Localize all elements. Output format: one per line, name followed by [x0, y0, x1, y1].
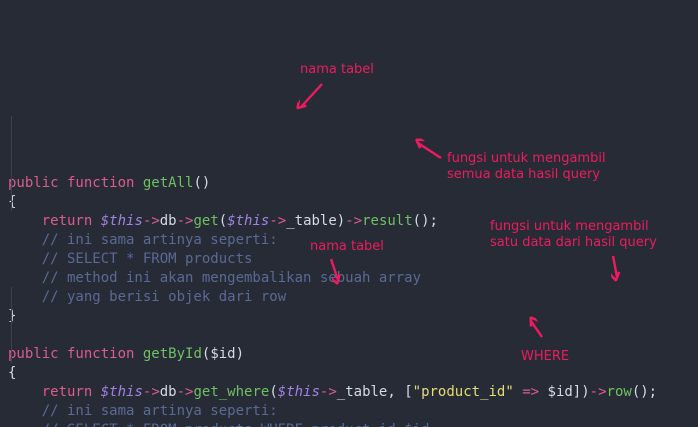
code-line: public function getAll() — [8, 174, 657, 193]
code-token-kw: public function — [8, 175, 135, 191]
code-token-op: -> — [176, 213, 194, 229]
code-line: // ini sama artinya seperti: — [8, 231, 657, 250]
indent-guide — [11, 116, 12, 211]
code-token-var: $this — [277, 384, 320, 400]
code-token-fn: result — [362, 213, 413, 229]
code-token-pl — [134, 346, 142, 362]
code-token-pl — [8, 384, 42, 400]
code-token-fn: row — [606, 384, 632, 400]
code-token-pl: { — [8, 365, 17, 381]
code-line: // SELECT * FROM products — [8, 250, 657, 269]
code-token-op: -> — [345, 213, 363, 229]
code-token-kw: public function — [8, 346, 135, 362]
code-token-pl: db — [159, 384, 177, 400]
code-token-pl: ($id) — [201, 346, 245, 362]
annotation-table-name-1: nama tabel — [300, 62, 374, 77]
code-token-var: $this — [100, 384, 143, 400]
code-line — [8, 326, 657, 345]
code-token-fn: get_where — [193, 384, 270, 400]
code-line: // ini sama artinya seperti: — [8, 402, 657, 421]
code-token-pl: () — [193, 175, 211, 191]
annotation-where-note: WHERE — [521, 349, 570, 364]
code-line: return $this->db->get_where($this->_tabl… — [8, 383, 657, 402]
code-token-pl: } — [8, 308, 17, 324]
code-token-pl: _table, [ — [336, 384, 413, 400]
code-token-pl — [134, 175, 142, 191]
code-token-op: -> — [589, 384, 607, 400]
code-line: public function getById($id) — [8, 345, 657, 364]
code-token-op: -> — [142, 384, 160, 400]
code-token-cm: // yang berisi objek dari row — [8, 289, 287, 305]
code-line: } — [8, 307, 657, 326]
code-line: // SELECT * FROM products WHERE product_… — [8, 421, 657, 427]
code-token-cm: // ini sama artinya seperti: — [8, 403, 278, 419]
code-token-fn: get — [193, 213, 219, 229]
code-token-op: -> — [176, 384, 194, 400]
code-token-cm: // method ini akan mengembalikan sebuah … — [8, 270, 422, 286]
annotation-row-note: fungsi untuk mengambil satu data dari ha… — [490, 219, 657, 250]
code-token-op: -> — [269, 213, 287, 229]
code-token-op: -> — [142, 213, 160, 229]
code-token-pl: $id]) — [539, 384, 590, 400]
code-line: { — [8, 193, 657, 212]
code-token-op: => — [522, 384, 540, 400]
code-token-pl: { — [8, 194, 17, 210]
code-token-fn: getAll — [142, 175, 194, 191]
code-token-pl: _table) — [286, 213, 346, 229]
annotation-table-name-2: nama tabel — [310, 239, 384, 254]
code-token-op: -> — [319, 384, 337, 400]
code-token-pl: (); — [412, 213, 438, 229]
code-token-kw: return — [41, 384, 93, 400]
code-line: // yang berisi objek dari row — [8, 288, 657, 307]
code-token-pl — [514, 384, 522, 400]
code-token-cm: // SELECT * FROM products WHERE product_… — [8, 422, 430, 427]
code-line: // method ini akan mengembalikan sebuah … — [8, 269, 657, 288]
code-token-fn: getById — [142, 346, 202, 362]
code-token-pl: ( — [269, 384, 278, 400]
code-token-str: "product_id" — [412, 384, 514, 400]
code-token-pl: (); — [631, 384, 658, 400]
code-token-pl — [92, 213, 100, 229]
code-line: { — [8, 364, 657, 383]
code-token-kw: return — [41, 213, 93, 229]
code-token-pl: db — [159, 213, 177, 229]
code-token-pl — [92, 384, 100, 400]
annotation-result-note: fungsi untuk mengambil semua data hasil … — [447, 151, 606, 182]
code-line: return $this->db->get($this->_table)->re… — [8, 212, 657, 231]
code-token-cm: // SELECT * FROM products — [8, 251, 253, 267]
code-token-pl: ( — [218, 213, 228, 229]
indent-guide — [11, 287, 12, 363]
code-token-cm: // ini sama artinya seperti: — [8, 232, 278, 248]
code-token-pl — [8, 213, 42, 229]
code-token-var: $this — [227, 213, 270, 229]
code-area[interactable]: public function getAll(){ return $this->… — [8, 79, 657, 427]
code-token-var: $this — [100, 213, 143, 229]
